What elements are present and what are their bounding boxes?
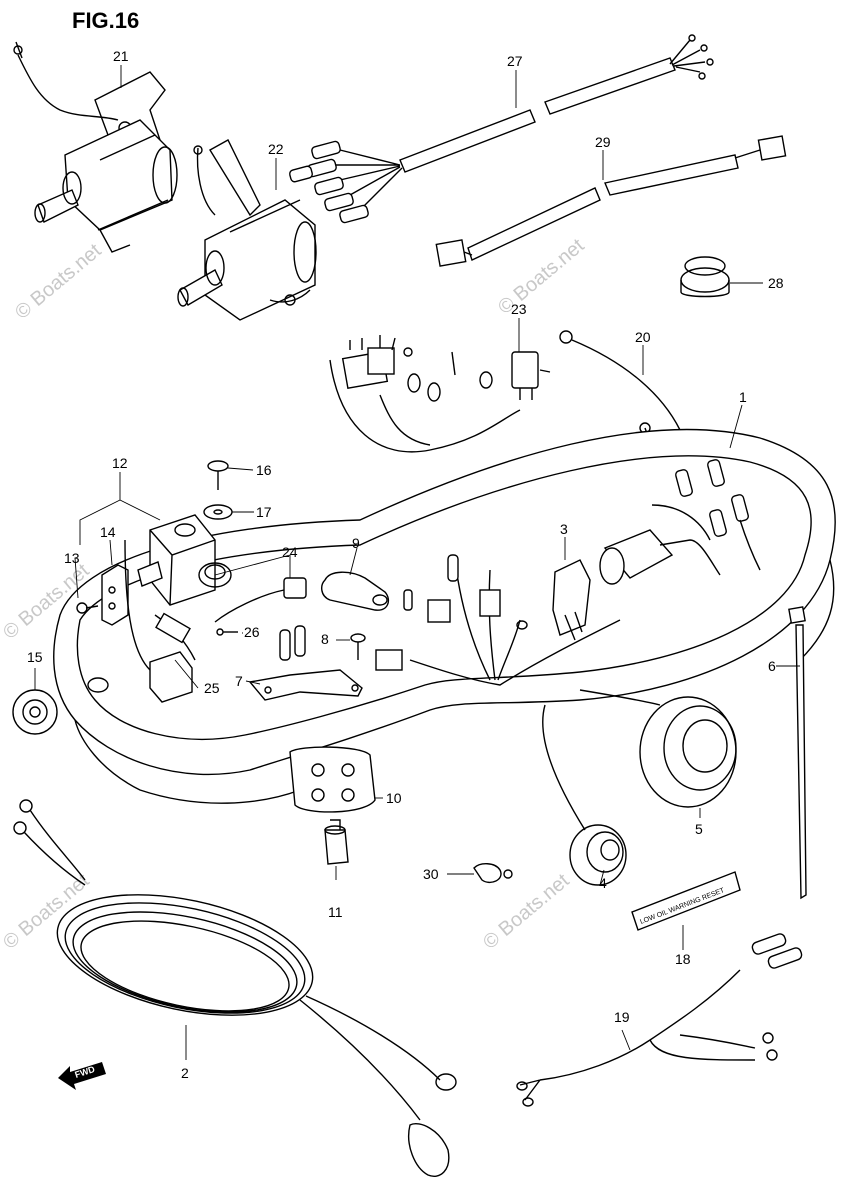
callout-22: 22 — [268, 141, 284, 157]
callout-29: 29 — [595, 134, 611, 150]
part-22-solenoid — [177, 139, 317, 321]
callout-16: 16 — [256, 462, 272, 478]
part-28-grommet — [680, 256, 730, 298]
part-11-plug — [324, 819, 349, 865]
callout-3: 3 — [560, 521, 568, 537]
callouts: 21 22 27 29 28 23 20 1 12 16 17 14 13 24… — [27, 48, 784, 1081]
callout-27: 27 — [507, 53, 523, 69]
callout-21: 21 — [113, 48, 129, 64]
part-13-screw — [76, 602, 99, 614]
part-15-grommet — [12, 689, 58, 735]
callout-6: 6 — [768, 658, 776, 674]
callout-18: 18 — [675, 951, 691, 967]
figure-title: FIG.16 — [72, 8, 139, 33]
part-25-relay — [124, 539, 196, 703]
callout-30: 30 — [423, 866, 439, 882]
callout-17: 17 — [256, 504, 272, 520]
callout-13: 13 — [64, 550, 80, 566]
part-9-clamp — [321, 571, 390, 611]
part-6-cable-tie — [788, 606, 807, 900]
part-21-solenoid — [13, 41, 178, 253]
callout-5: 5 — [695, 821, 703, 837]
part-19-harness — [516, 933, 803, 1107]
callout-4: 4 — [599, 875, 607, 891]
part-12-switch — [137, 514, 232, 606]
callout-2: 2 — [181, 1065, 189, 1081]
callout-19: 19 — [614, 1009, 630, 1025]
part-4-indicator-lamp — [542, 704, 627, 886]
callout-20: 20 — [635, 329, 651, 345]
part-16-screw — [207, 460, 229, 490]
callout-23: 23 — [511, 301, 527, 317]
callout-28: 28 — [768, 275, 784, 291]
part-10-grommet — [289, 746, 376, 813]
part-8-screw — [350, 633, 366, 660]
part-29-cable — [435, 135, 787, 267]
part-2-battery-cable — [13, 799, 457, 1177]
part-5-buzzer — [579, 689, 737, 808]
part-27-cable — [289, 34, 714, 224]
part-3-clip — [552, 559, 591, 641]
callout-25: 25 — [204, 680, 220, 696]
callout-11: 11 — [328, 904, 343, 920]
callout-12: 12 — [112, 455, 128, 471]
callout-8: 8 — [321, 631, 329, 647]
part-7-bracket — [248, 625, 363, 701]
watermark-center-top: © Boats.net — [494, 234, 589, 318]
callout-10: 10 — [386, 790, 402, 806]
callout-26: 26 — [244, 624, 260, 640]
harness-upper — [329, 335, 521, 453]
callout-15: 15 — [27, 649, 43, 665]
callout-9: 9 — [352, 535, 360, 551]
part-26-screw — [216, 628, 238, 636]
watermark-left-top: © Boats.net — [11, 239, 106, 323]
part-23-connector — [511, 351, 551, 400]
key-switch — [599, 459, 761, 585]
callout-24: 24 — [282, 544, 298, 560]
harness-center — [375, 554, 621, 686]
part-17-washer — [203, 504, 233, 520]
part-30-clip — [473, 863, 513, 884]
fwd-arrow: FWD — [58, 1062, 106, 1090]
leader-lines — [34, 65, 800, 1060]
callout-7: 7 — [235, 673, 243, 689]
part-14-bracket — [101, 564, 129, 626]
part-24-connector — [214, 577, 307, 623]
callout-1: 1 — [739, 389, 747, 405]
part-18-sticker: LOW OIL WARNING RESET — [631, 871, 741, 931]
callout-14: 14 — [100, 524, 116, 540]
